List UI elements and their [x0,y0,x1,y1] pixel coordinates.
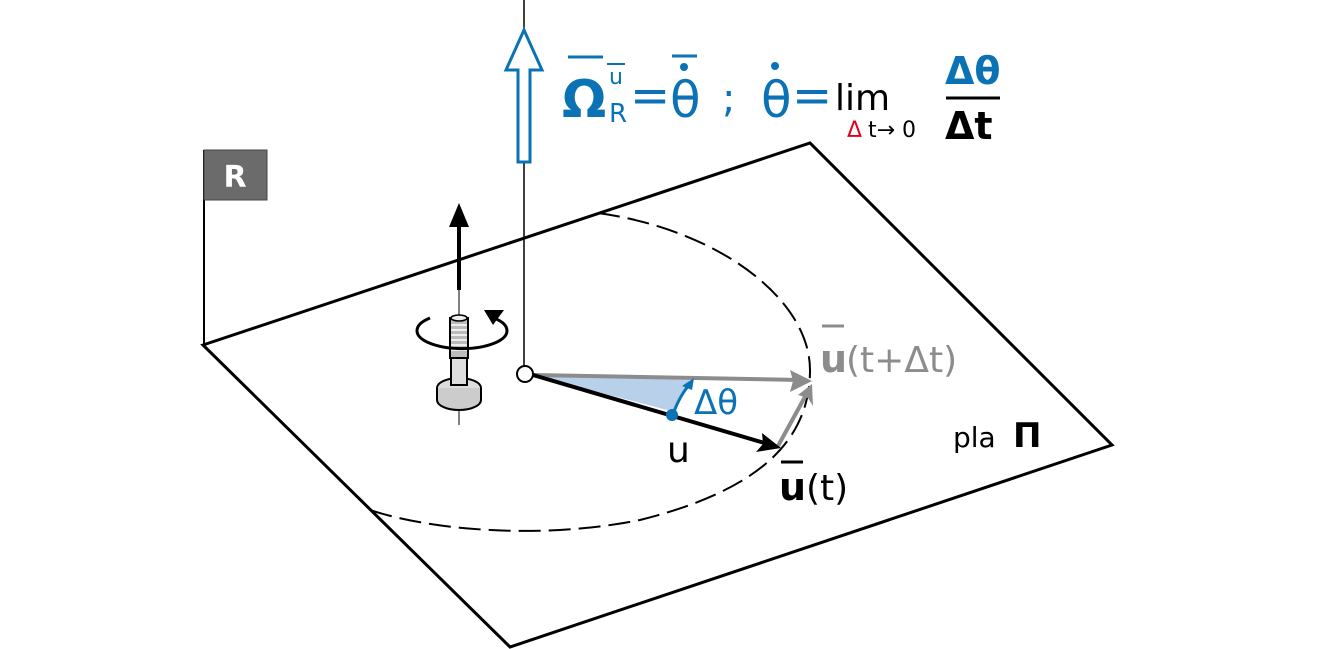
omega-vector-arrow [503,26,545,164]
lim-delta: Δ [847,118,862,143]
delta-theta-arrowhead [682,378,694,390]
u-now-argument: (t) [806,468,848,509]
theta-dot: θ [761,71,792,129]
lim-subscript: t→ 0 [868,118,916,143]
u-next-arrowhead [790,370,812,392]
delta-u-arrowhead [798,384,813,406]
u-next-argument: (t+Δt) [846,340,957,381]
u-next-vector [532,373,801,382]
omega-subscript: R [609,99,627,129]
u-now-arrowhead [756,433,781,452]
point-u-label: u [667,430,690,471]
u-now-vector [532,373,769,446]
equals-1: = [630,68,670,124]
screw-icon [415,203,509,425]
lim-label: lim [835,78,890,119]
trajectory-circle [369,212,812,532]
origin-point [516,365,534,383]
separator: ; [722,76,735,122]
theta-dot-bar: θ [670,71,701,129]
point-u [666,409,678,421]
u-next-label: u [820,337,847,381]
fraction-numerator: Δθ [945,49,1001,93]
plane-pi [200,141,1115,649]
fraction-denominator: Δt [945,104,993,148]
plane-label: pla [953,421,996,454]
u-now-label: u [779,465,806,509]
plane-symbol: Π [1013,416,1041,456]
omega-symbol: Ω [562,70,606,130]
omega-superscript: u [609,65,623,90]
delta-theta-sector [533,375,690,412]
frame-label: R [223,160,246,195]
frame-flag [203,149,268,201]
equals-2: = [792,68,832,124]
delta-u-vector [776,394,808,447]
delta-theta-label: Δθ [694,383,738,423]
